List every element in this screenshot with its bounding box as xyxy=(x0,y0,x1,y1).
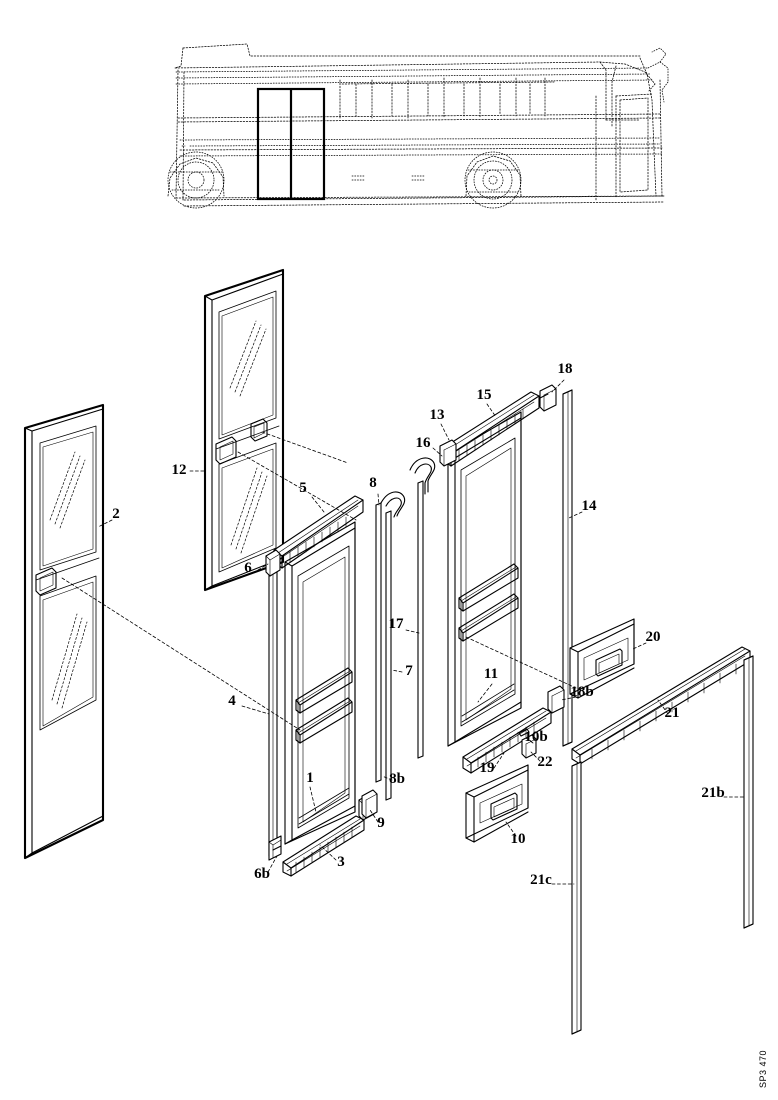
lower-hinge-block-right xyxy=(547,685,565,714)
callout-13: 13 xyxy=(430,407,445,423)
pivot-bracket-lower xyxy=(268,835,282,861)
corner-reference: SP3 470 xyxy=(758,1050,768,1088)
pivot-bracket-upper xyxy=(265,549,281,577)
pivot-bracket-upper-right xyxy=(409,457,436,495)
handle-plate-right xyxy=(569,618,635,699)
callout-21-diagonal: 21 xyxy=(665,705,680,721)
vertical-edge-rail xyxy=(268,564,278,857)
top-corner-fitting xyxy=(439,439,457,467)
callout-16: 16 xyxy=(416,435,432,451)
handle-plate-lower-left xyxy=(465,764,529,843)
callout-22: 22 xyxy=(538,754,553,770)
callout-8-lower: 8b xyxy=(389,771,405,787)
callout-8-upper: 8 xyxy=(369,475,377,491)
callout-15: 15 xyxy=(477,387,492,403)
callout-4: 4 xyxy=(228,693,236,709)
callout-6-upper: 6 xyxy=(244,560,252,576)
glass-panel-outer-right xyxy=(203,268,285,592)
callout-5: 5 xyxy=(299,480,307,496)
hinge-rod-bent xyxy=(375,491,406,783)
callout-18-lower: 18b xyxy=(570,684,593,700)
corner-reference-text: SP3 470 xyxy=(758,1050,768,1088)
callout-numbers: 1 2 3 4 5 6 6b 7 8 8b 9 10 11 12 13 14 1… xyxy=(112,361,724,888)
callout-21-right: 21b xyxy=(701,785,724,801)
fastener-clip xyxy=(521,734,537,759)
seal-strip-vertical-right xyxy=(743,655,754,929)
callout-17: 17 xyxy=(389,616,405,632)
callout-19: 19 xyxy=(480,760,495,776)
door-leaf-frame-inner xyxy=(284,521,356,845)
guide-rod-long xyxy=(385,510,392,801)
seal-strip-vertical-center xyxy=(571,761,582,1035)
handle-mount-bracket xyxy=(462,707,552,774)
lower-hinge-block xyxy=(361,789,378,819)
bus-side-elevation xyxy=(167,43,669,209)
callout-12: 12 xyxy=(172,462,187,478)
callout-10-pin: 10b xyxy=(524,729,547,745)
callout-6-lower: 6b xyxy=(254,866,270,882)
vertical-edge-rail-right xyxy=(562,389,573,747)
glass-panel-outer-left xyxy=(23,403,105,860)
door-leaf-frame-right xyxy=(447,411,522,747)
leader-lines xyxy=(61,379,746,885)
callout-14: 14 xyxy=(582,498,598,514)
callout-7: 7 xyxy=(405,663,413,679)
handle-latch-pin xyxy=(518,728,530,737)
callout-3: 3 xyxy=(337,854,345,870)
guide-rod-short xyxy=(417,480,424,759)
callout-10: 10 xyxy=(511,831,526,847)
callout-1: 1 xyxy=(306,770,314,786)
callout-2: 2 xyxy=(112,506,120,522)
bus-door-opening-highlight xyxy=(256,87,326,201)
callout-18-upper: 18 xyxy=(558,361,573,377)
callout-21-center: 21c xyxy=(530,872,552,888)
callout-11: 11 xyxy=(484,666,498,682)
callout-20: 20 xyxy=(646,629,661,645)
upper-header-rail-right xyxy=(442,391,540,467)
callout-9: 9 xyxy=(377,815,385,831)
